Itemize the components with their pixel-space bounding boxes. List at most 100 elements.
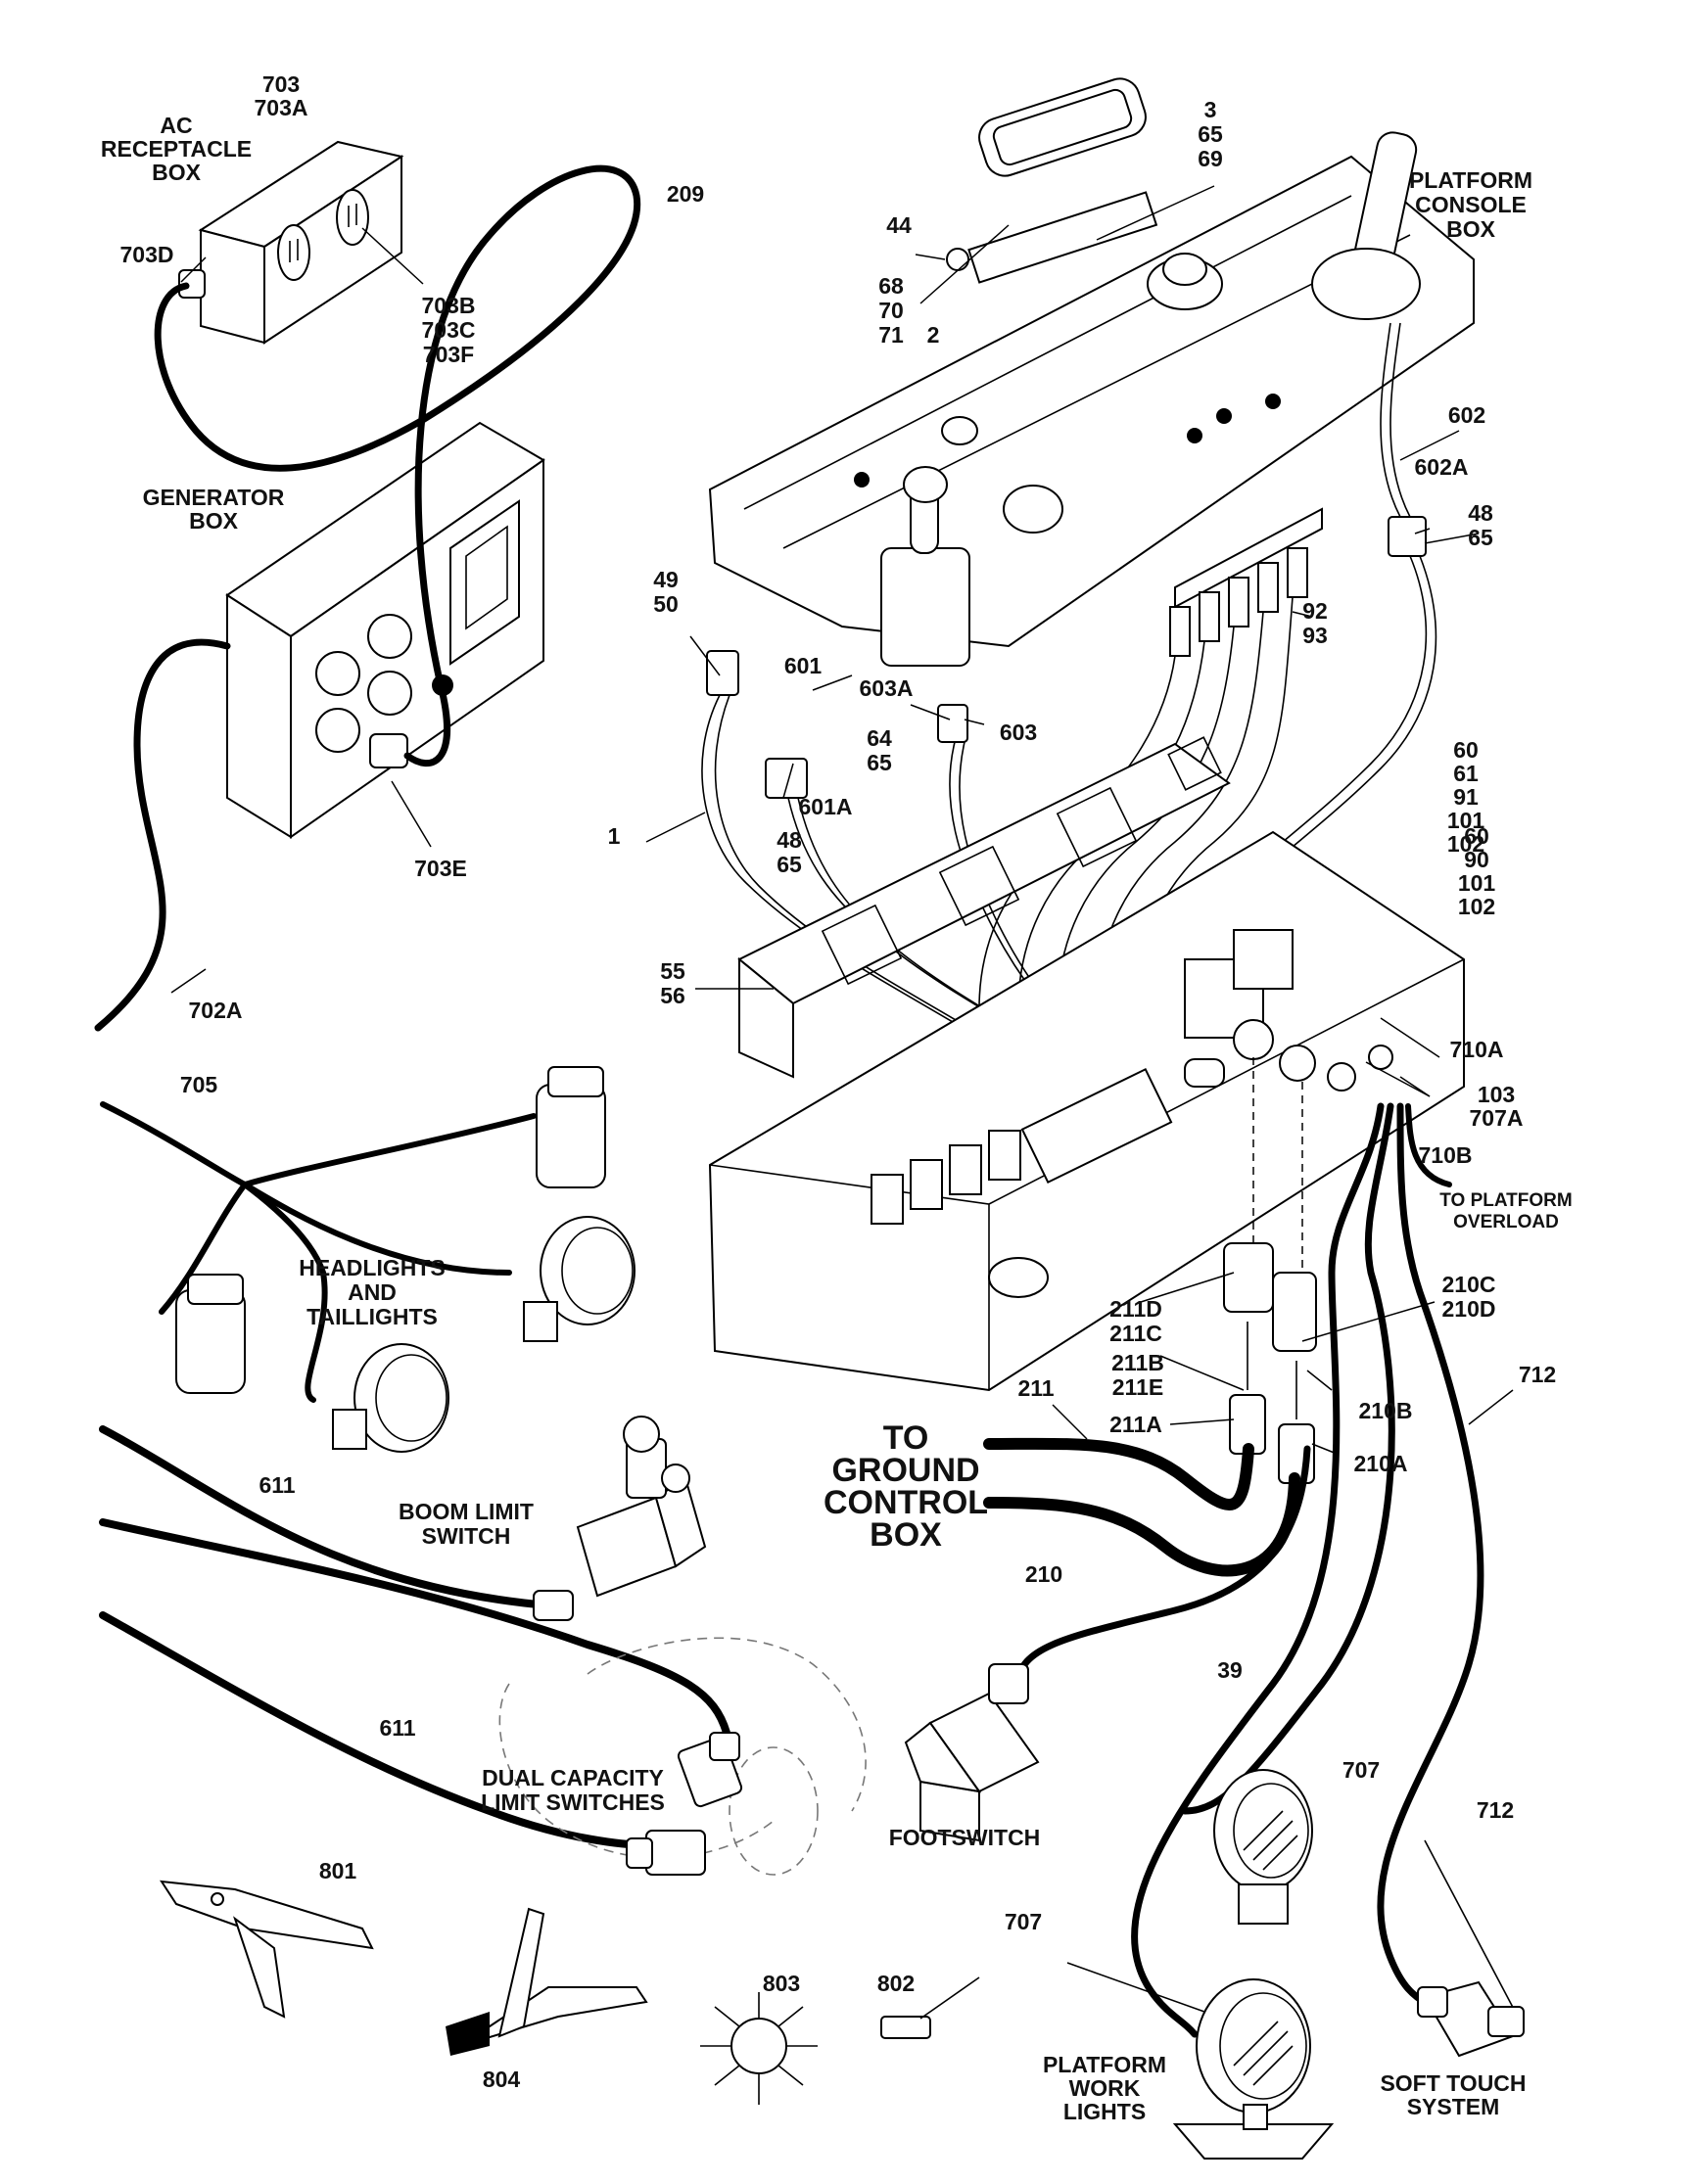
label-platform-lights: PLATFORM (1043, 2052, 1166, 2077)
leader-lines (170, 185, 1514, 2013)
dual-capacity-limit-switches (498, 1637, 867, 1876)
label-60-b: 60 (1464, 823, 1489, 849)
pin-extractor-803 (700, 1992, 818, 2105)
label-91: 91 (1453, 784, 1479, 810)
label-101-a: 101 (1447, 808, 1485, 833)
label-712-top: 712 (1519, 1362, 1556, 1387)
label-611-top: 611 (259, 1472, 295, 1498)
label-705: 705 (180, 1072, 218, 1097)
label-603: 603 (1000, 720, 1037, 745)
label-103: 103 (1478, 1082, 1515, 1107)
crimp-tool-804 (446, 1907, 648, 2056)
label-soft-touch: SOFT TOUCH (1380, 2070, 1526, 2096)
label-801: 801 (319, 1858, 357, 1883)
platform-console-upper (706, 77, 1475, 799)
label-ac: AC (160, 113, 192, 138)
label-65-top: 65 (1468, 525, 1493, 550)
label-39: 39 (1217, 1657, 1243, 1683)
label-68: 68 (878, 273, 904, 299)
label-boom-limit: BOOM LIMIT (399, 1499, 534, 1524)
soft-touch-system (1417, 1839, 1525, 2058)
label-211b: 211B (1111, 1350, 1164, 1375)
label-taillights: TAILLIGHTS (306, 1304, 438, 1329)
label-box-gen: BOX (189, 508, 239, 534)
label-703a: 703A (255, 95, 308, 120)
label-dual-capacity: DUAL CAPACITY (482, 1765, 664, 1790)
label-92: 92 (1302, 598, 1328, 624)
label-65-b: 65 (867, 750, 892, 775)
label-93: 93 (1302, 623, 1328, 648)
label-footswitch: FOOTSWITCH (889, 1825, 1041, 1850)
crimp-tool-801 (160, 1880, 374, 2019)
label-box-console: BOX (1446, 216, 1496, 242)
label-lights: LIGHTS (1063, 2099, 1146, 2124)
label-703c: 703C (422, 317, 476, 343)
label-209: 209 (667, 181, 704, 207)
label-69: 69 (1198, 146, 1223, 171)
label-210a: 210A (1354, 1451, 1408, 1476)
label-101-b: 101 (1458, 870, 1496, 896)
label-803: 803 (763, 1971, 800, 1996)
label-710a: 710A (1450, 1037, 1504, 1062)
boom-limit-switch (533, 1416, 707, 1621)
pin-tool-802 (880, 1976, 980, 2039)
label-2: 2 (927, 322, 940, 348)
label-602a: 602A (1415, 454, 1469, 480)
label-102-a: 102 (1447, 831, 1484, 857)
plug-703e (369, 733, 408, 768)
label-707-bottom: 707 (1005, 1909, 1042, 1934)
label-headlights: HEADLIGHTS (299, 1255, 446, 1280)
label-211a: 211A (1109, 1412, 1162, 1437)
label-50: 50 (653, 591, 679, 617)
label-71: 71 (878, 322, 904, 348)
label-211: 211 (1017, 1375, 1054, 1401)
label-702a: 702A (189, 998, 243, 1023)
label-710b: 710B (1419, 1142, 1473, 1168)
label-control: CONTROL (824, 1484, 988, 1521)
label-210b: 210B (1359, 1398, 1413, 1423)
label-work: WORK (1069, 2075, 1141, 2101)
label-overload: OVERLOAD (1453, 1212, 1559, 1232)
label-ground: GROUND (831, 1452, 979, 1489)
label-65-mid: 65 (777, 852, 802, 877)
label-and: AND (348, 1279, 397, 1305)
headlights-taillights (175, 1066, 636, 1453)
label-61: 61 (1453, 761, 1479, 786)
label-210: 210 (1025, 1561, 1062, 1587)
label-707a: 707A (1470, 1105, 1524, 1131)
label-1: 1 (608, 823, 621, 849)
label-602: 602 (1448, 402, 1485, 428)
label-56: 56 (660, 983, 685, 1008)
label-703b: 703B (422, 293, 476, 318)
label-48-mid: 48 (777, 827, 802, 853)
label-receptacle: RECEPTACLE (101, 136, 252, 162)
label-90: 90 (1464, 847, 1489, 872)
label-211d: 211D (1109, 1296, 1162, 1322)
label-49: 49 (653, 567, 679, 592)
label-210d: 210D (1442, 1296, 1496, 1322)
label-601a: 601A (799, 794, 853, 819)
label-703: 703 (262, 71, 300, 97)
label-65-a: 65 (1198, 121, 1223, 147)
label-48-top: 48 (1468, 500, 1493, 526)
label-804: 804 (483, 2067, 521, 2092)
footswitch (904, 1663, 1040, 1842)
label-60-a: 60 (1453, 737, 1479, 763)
label-211e: 211E (1112, 1374, 1163, 1400)
label-603a: 603A (860, 675, 914, 701)
label-limit-switches: LIMIT SWITCHES (481, 1789, 665, 1815)
label-switch-boom: SWITCH (422, 1523, 511, 1549)
labels: 703 703A AC RECEPTACLE BOX 703D 703B 703… (101, 71, 1573, 2124)
label-system: SYSTEM (1407, 2094, 1500, 2119)
label-to-platform: TO PLATFORM (1439, 1190, 1572, 1211)
label-703d: 703D (120, 242, 174, 267)
label-210c: 210C (1442, 1272, 1496, 1297)
label-102-b: 102 (1458, 894, 1495, 919)
label-211c: 211C (1109, 1321, 1162, 1346)
label-703f: 703F (423, 342, 474, 367)
label-44: 44 (886, 212, 912, 238)
label-802: 802 (877, 1971, 915, 1996)
cables-left (94, 164, 730, 1849)
label-generator: GENERATOR (143, 485, 285, 510)
